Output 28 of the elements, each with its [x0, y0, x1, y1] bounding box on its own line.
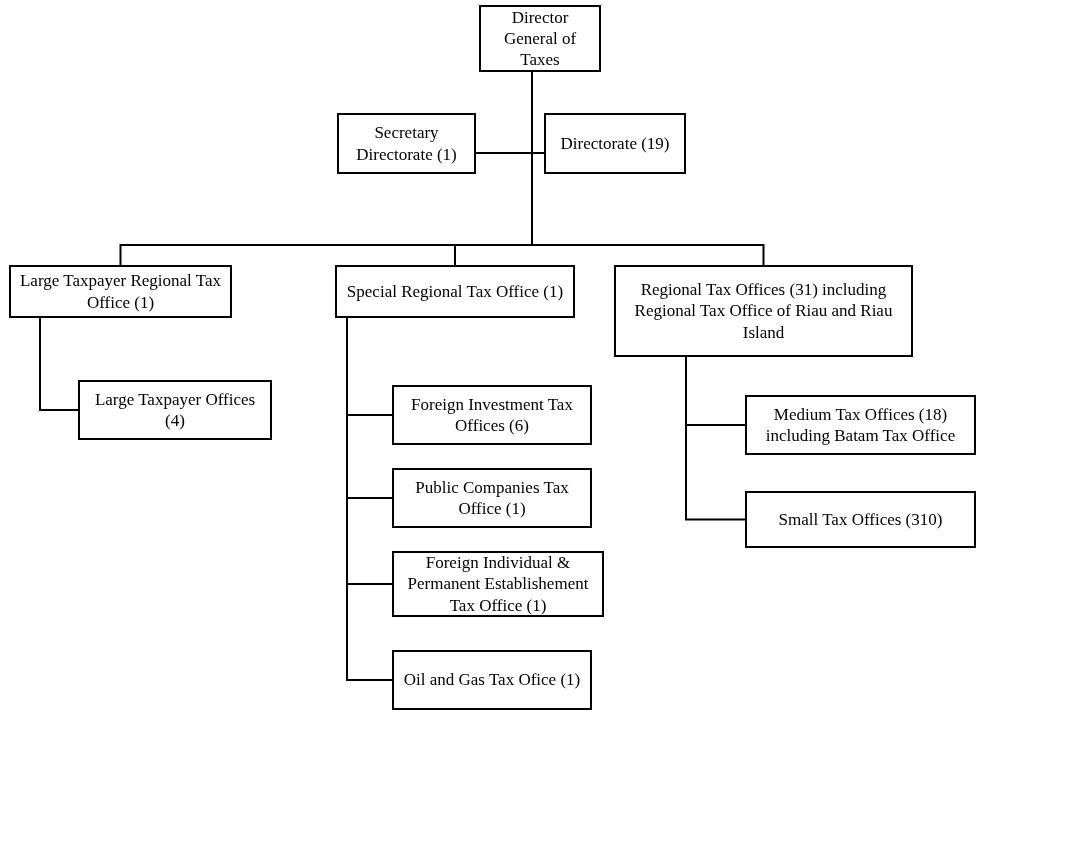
org-box [78, 380, 272, 440]
unit-name: Foreign Investment Tax Offices (6) [410, 393, 574, 437]
org-box [544, 113, 686, 174]
unit-name: Medium Tax Offices (18) including Batam Tax Office [764, 403, 957, 447]
unit-name: Large Taxpayer Offices (4) [93, 388, 257, 432]
unit-name: Secretary Directorate (1) [355, 122, 458, 165]
org-box [337, 113, 476, 174]
org-box [392, 468, 592, 528]
connector-line [39, 317, 79, 411]
unit-name: Oil and Gas Tax Ofice (1) [403, 669, 581, 691]
org-box [479, 5, 601, 72]
connector-line [685, 356, 746, 521]
org-box [335, 265, 575, 318]
org-box [392, 385, 592, 445]
unit-name: Foreign Individual & Permanent Establishement Tax Office (1) [406, 552, 590, 616]
unit-name: Regional Tax Offices (31) including Regional Tax Office of Riau and Riau Island [633, 279, 894, 343]
unit-name: Director General of Taxes [502, 6, 578, 71]
org-box [614, 265, 913, 357]
org-box [392, 551, 604, 617]
unit-name: Small Tax Offices (310) [778, 508, 943, 531]
unit-name: Directorate (19) [560, 132, 670, 155]
org-box [9, 265, 232, 318]
org-box [745, 491, 976, 548]
org-box [392, 650, 592, 710]
unit-name: Large Taxpayer Regional Tax Office (1) [18, 270, 223, 313]
org-box [745, 395, 976, 455]
unit-name: Public Companies Tax Office (1) [414, 476, 570, 520]
unit-name: Special Regional Tax Office (1) [346, 280, 564, 303]
